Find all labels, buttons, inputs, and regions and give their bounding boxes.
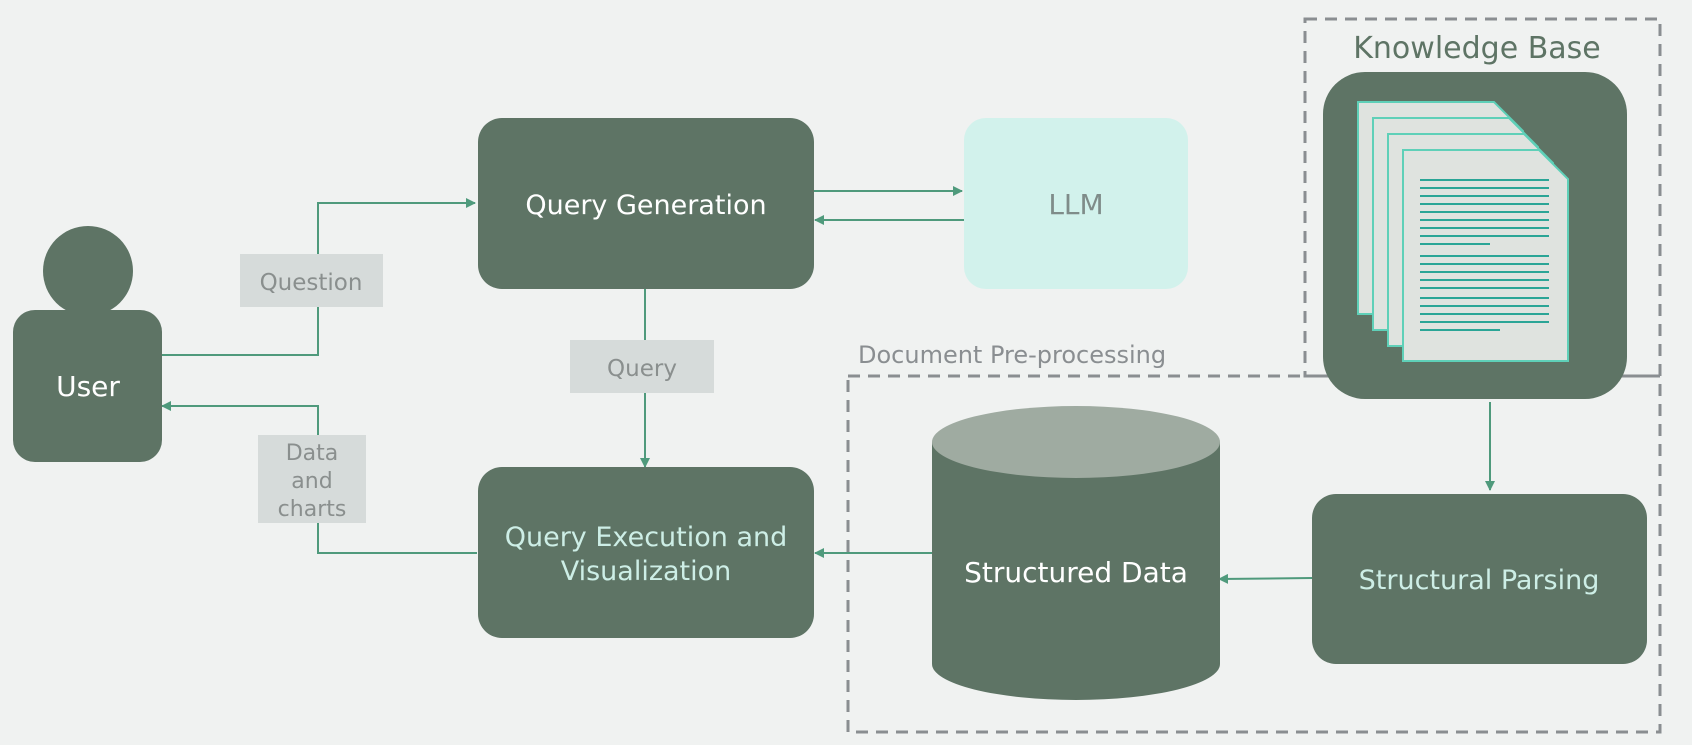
edge-label-data-charts-box — [258, 435, 366, 523]
query-generation-node[interactable]: Query Generation — [478, 118, 814, 289]
query-generation-box — [478, 118, 814, 289]
edge-label-data-line3: charts — [278, 497, 347, 522]
query-generation-label: Query Generation — [525, 190, 766, 221]
llm-box — [964, 118, 1188, 289]
structured-data-label: Structured Data — [964, 556, 1188, 589]
query-execution-label-line1: Query Execution and — [505, 522, 788, 553]
query-execution-node[interactable]: Query Execution and Visualization — [478, 467, 814, 638]
knowledge-base-title: Knowledge Base — [1353, 31, 1601, 66]
structural-parsing-label: Structural Parsing — [1359, 565, 1600, 596]
database-cylinder-icon — [932, 406, 1220, 700]
edge-label-question-box — [240, 254, 383, 307]
edge-label-query-box — [570, 340, 714, 393]
user-label: User — [56, 370, 120, 403]
structured-data-node[interactable]: Structured Data — [932, 406, 1220, 700]
user-node[interactable]: User — [13, 226, 162, 462]
edge-label-data-line1: Data — [286, 441, 339, 466]
edge-label-query: Query — [607, 356, 677, 382]
query-execution-box — [478, 467, 814, 638]
edge-label-data-line2: and — [291, 469, 332, 494]
query-execution-label-line2: Visualization — [561, 556, 732, 587]
knowledge-base-node[interactable] — [1323, 72, 1627, 399]
person-icon — [43, 226, 133, 316]
llm-node[interactable]: LLM — [964, 118, 1188, 289]
edge-structural-parsing-to-structured-data — [1218, 573, 1313, 584]
llm-label: LLM — [1048, 188, 1103, 221]
structural-parsing-node[interactable]: Structural Parsing — [1312, 494, 1647, 664]
document-preprocessing-title: Document Pre-processing — [858, 341, 1166, 369]
documents-stack-icon — [1357, 101, 1569, 362]
structural-parsing-box — [1312, 494, 1647, 664]
edge-label-question: Question — [260, 270, 363, 296]
user-body — [13, 310, 162, 462]
document-preprocessing-group — [846, 374, 1662, 734]
